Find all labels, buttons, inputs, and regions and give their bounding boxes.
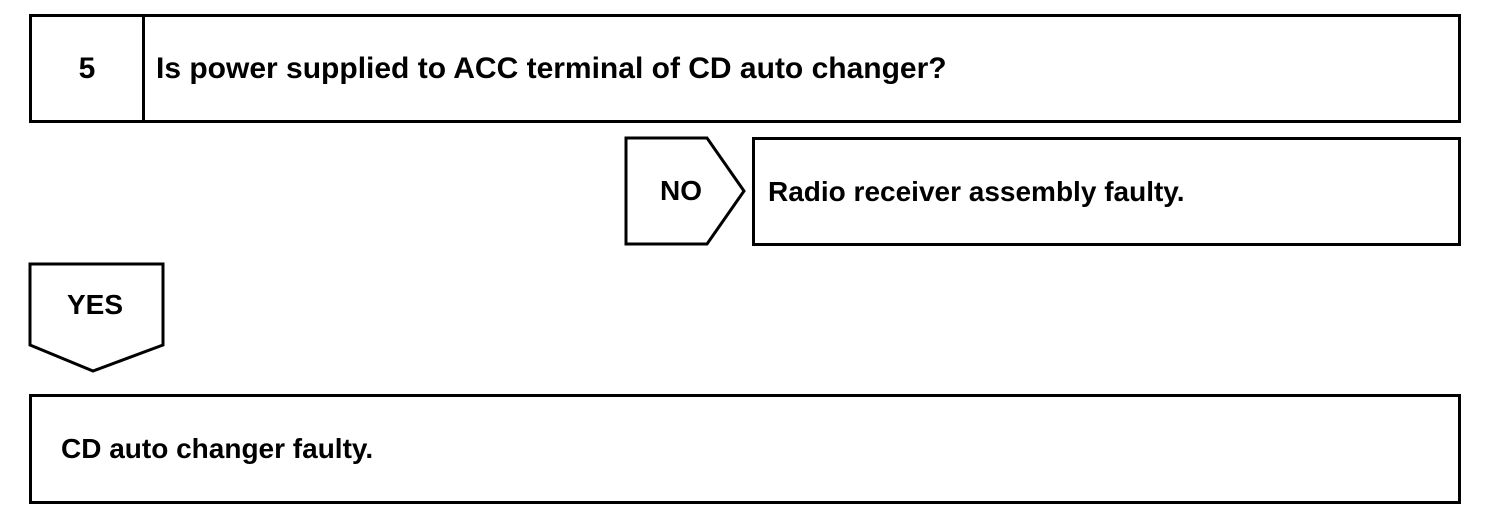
no-result-text: Radio receiver assembly faulty. bbox=[768, 175, 1185, 207]
yes-result-text: CD auto changer faulty. bbox=[61, 433, 374, 464]
yes-label: YES bbox=[66, 289, 124, 320]
yes-arrow-shape bbox=[28, 262, 165, 373]
yes-result-box: CD auto changer faulty. bbox=[29, 394, 1461, 504]
no-arrow-shape bbox=[624, 136, 746, 246]
step-question: Is power supplied to ACC terminal of CD … bbox=[156, 51, 947, 85]
step-row: 5 Is power supplied to ACC terminal of C… bbox=[29, 14, 1461, 123]
no-result-box: Radio receiver assembly faulty. bbox=[752, 137, 1461, 246]
no-label: NO bbox=[660, 175, 702, 206]
step-number: 5 bbox=[32, 17, 145, 120]
